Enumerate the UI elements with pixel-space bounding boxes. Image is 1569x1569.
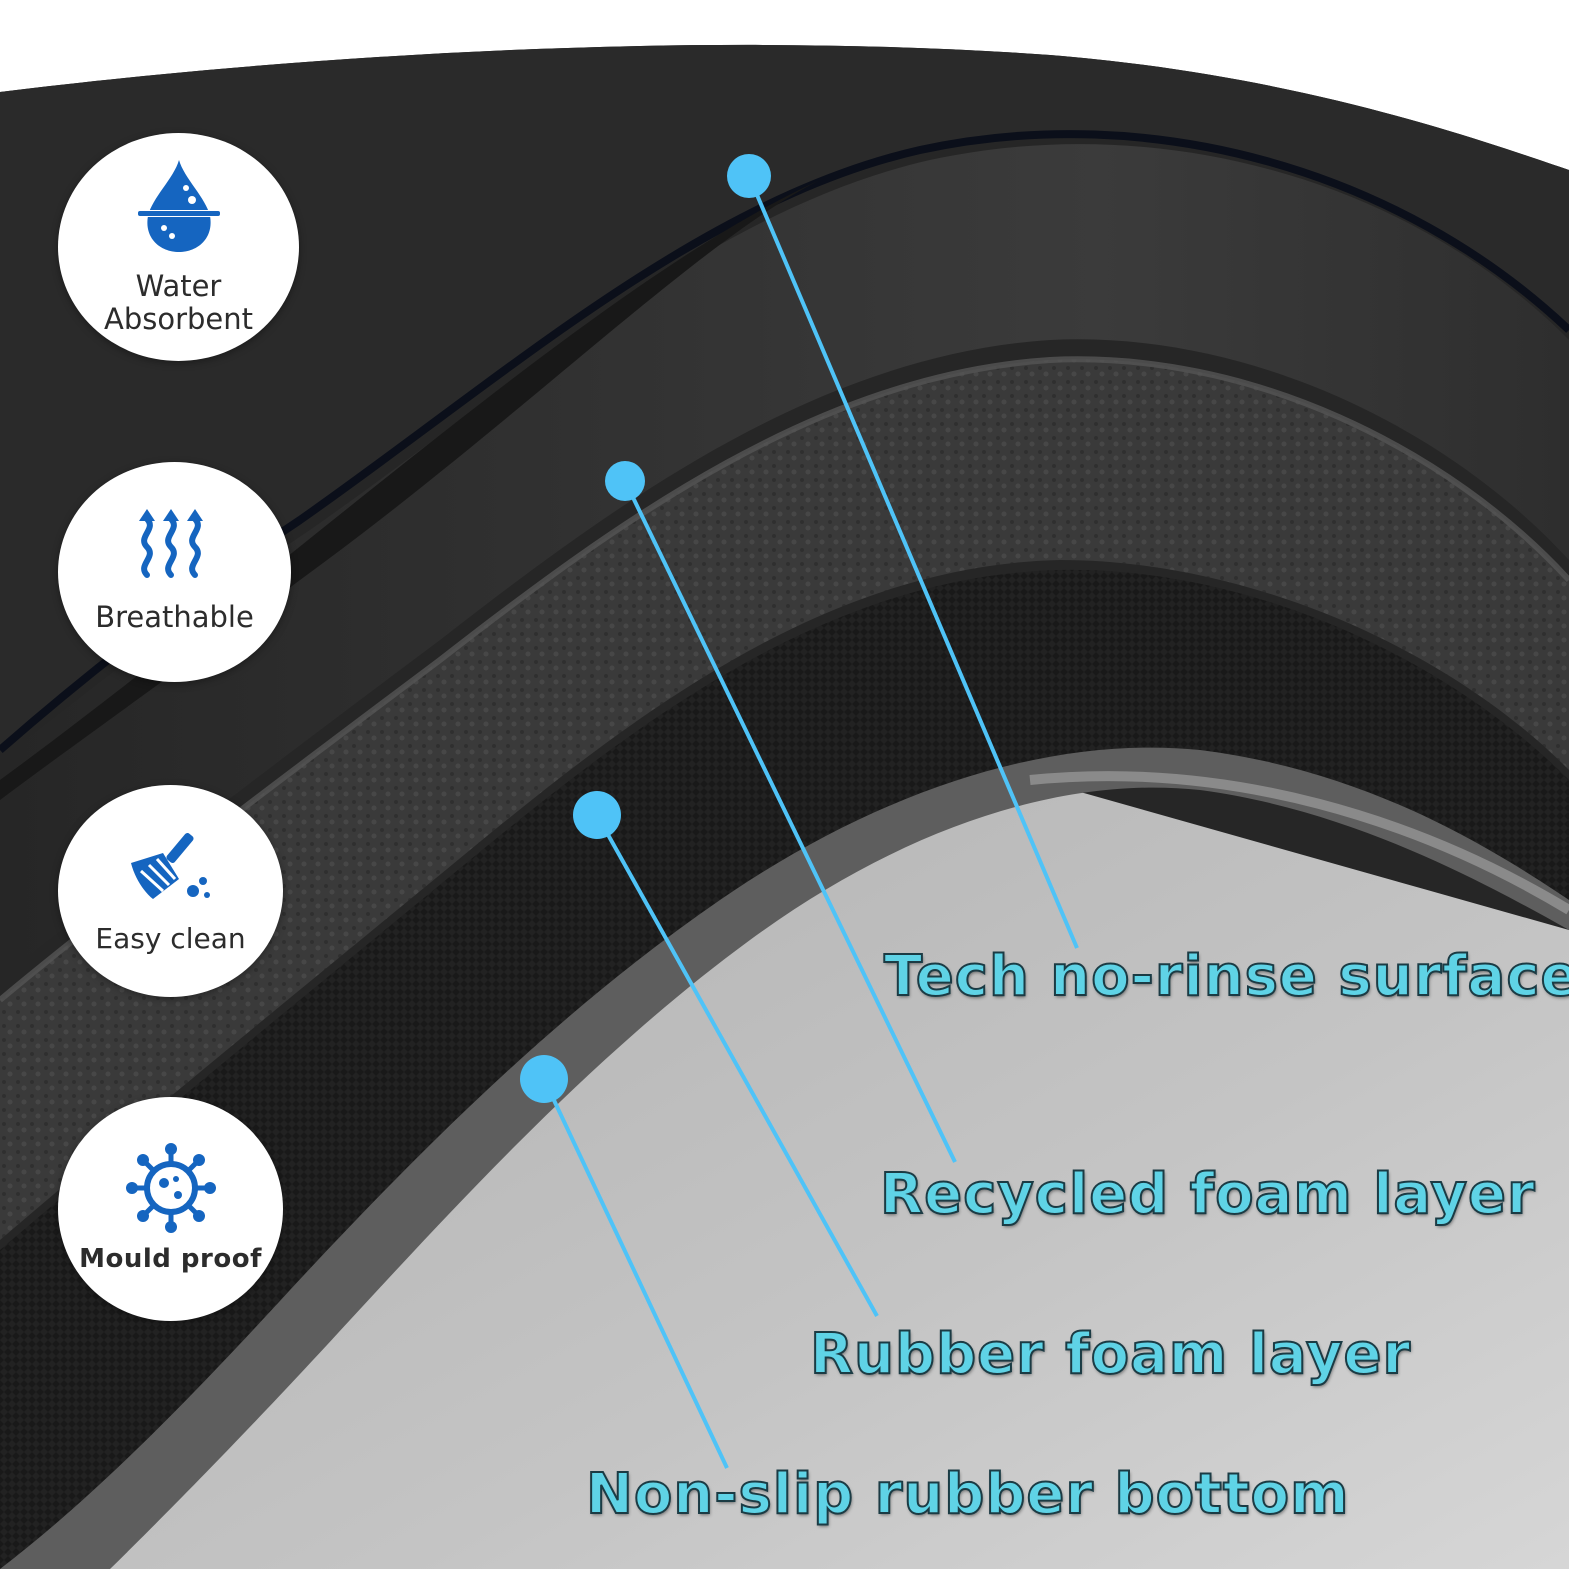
callout-line-bottom <box>542 1078 729 1469</box>
feature-label-mould-proof: Mould proof <box>79 1244 262 1275</box>
callout-dot-recycled <box>605 461 645 501</box>
layer-label-non-slip-bottom: Non-slip rubber bottom <box>585 1461 1350 1528</box>
callout-line-rubberfoam <box>595 814 879 1317</box>
callout-line-surface <box>747 175 1079 949</box>
floor <box>90 775 1569 1569</box>
feature-label-easy-clean: Easy clean <box>95 921 246 955</box>
feature-label-water-absorbent: Water Absorbent <box>103 268 254 336</box>
feature-badge-water-absorbent: Water Absorbent <box>58 133 299 361</box>
callout-dot-surface <box>727 154 771 198</box>
feature-badge-breathable: Breathable <box>58 462 291 682</box>
feature-badge-easy-clean: Easy clean <box>58 785 283 997</box>
layer-label-tech-surface: Tech no-rinse surface <box>883 943 1569 1010</box>
callout-dot-bottom <box>520 1055 568 1103</box>
rubber-foam-band <box>0 569 1569 1569</box>
layer-label-recycled-foam: Recycled foam layer <box>879 1161 1536 1228</box>
callout-line-recycled <box>623 480 957 1163</box>
feature-badge-mould-proof: Mould proof <box>58 1097 283 1321</box>
water-drop-icon <box>135 159 222 252</box>
feature-label-breathable: Breathable <box>95 600 254 635</box>
callout-dot-rubberfoam <box>573 791 621 839</box>
recycled-foam-band <box>0 359 1569 1240</box>
germ-icon <box>125 1143 216 1234</box>
broom-icon <box>130 832 210 899</box>
airflow-arrows-icon <box>138 509 203 579</box>
layer-label-rubber-foam: Rubber foam layer <box>809 1321 1412 1388</box>
surface-layer <box>0 44 1569 750</box>
